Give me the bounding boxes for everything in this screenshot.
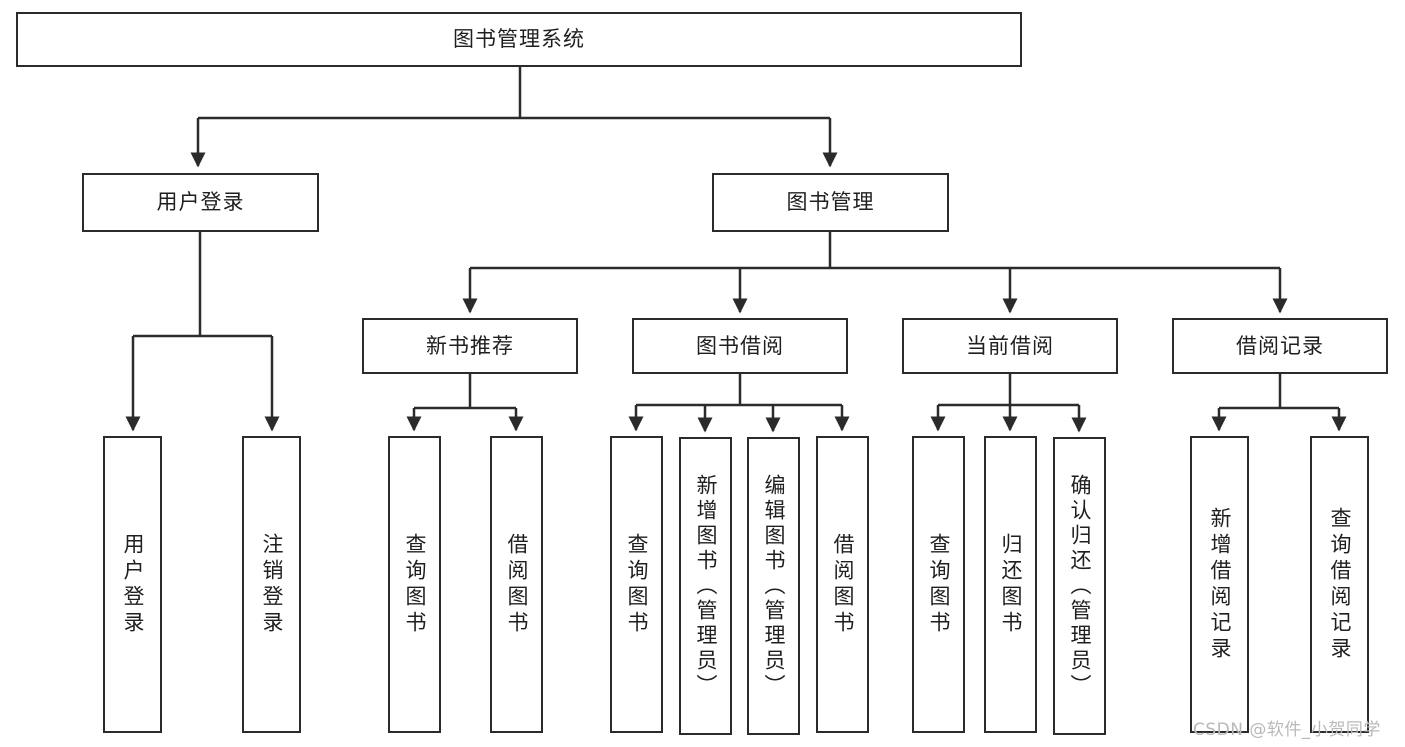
leaf-query-book-current[interactable]: 查询图书 [912,436,965,733]
leaf-confirm-return-admin[interactable]: 确认归还（管理员） [1053,437,1106,735]
leaf-borrow-book-borrow[interactable]: 借阅图书 [816,436,869,733]
watermark-text: CSDN @软件_小贺同学 [1193,720,1381,740]
node-book-management[interactable]: 图书管理 [712,173,949,232]
leaf-add-borrow-record-label: 新增借阅记录 [1208,506,1232,663]
node-root[interactable]: 图书管理系统 [16,12,1022,67]
leaf-query-borrow-record[interactable]: 查询借阅记录 [1310,436,1369,733]
leaf-query-book-current-label: 查询图书 [927,532,951,637]
leaf-edit-book-admin-label: 编辑图书（管理员） [762,473,786,699]
node-current-borrow-label: 当前借阅 [966,333,1054,358]
leaf-borrow-book-newbook-label: 借阅图书 [505,532,529,637]
node-current-borrow[interactable]: 当前借阅 [902,318,1118,374]
node-user-login[interactable]: 用户登录 [82,173,319,232]
node-book-borrow-label: 图书借阅 [696,333,784,358]
node-new-book-recommend-label: 新书推荐 [426,333,514,358]
leaf-confirm-return-admin-label: 确认归还（管理员） [1068,473,1092,699]
leaf-query-book-newbook-label: 查询图书 [403,532,427,637]
leaf-return-book-label: 归还图书 [999,532,1023,637]
leaf-add-book-admin-label: 新增图书（管理员） [694,473,718,699]
node-book-management-label: 图书管理 [786,190,875,215]
leaf-borrow-book-newbook[interactable]: 借阅图书 [490,436,543,733]
node-book-borrow[interactable]: 图书借阅 [632,318,848,374]
leaf-query-book-borrow-label: 查询图书 [625,532,649,637]
node-borrow-record-label: 借阅记录 [1236,333,1324,358]
leaf-query-book-newbook[interactable]: 查询图书 [388,436,441,733]
leaf-add-book-admin[interactable]: 新增图书（管理员） [679,437,732,735]
leaf-add-borrow-record[interactable]: 新增借阅记录 [1190,436,1249,733]
node-borrow-record[interactable]: 借阅记录 [1172,318,1388,374]
leaf-logout[interactable]: 注销登录 [242,436,301,733]
node-user-login-label: 用户登录 [156,190,245,215]
leaf-query-borrow-record-label: 查询借阅记录 [1328,506,1352,663]
node-root-label: 图书管理系统 [453,27,585,52]
leaf-borrow-book-borrow-label: 借阅图书 [831,532,855,637]
leaf-edit-book-admin[interactable]: 编辑图书（管理员） [747,437,800,735]
leaf-logout-label: 注销登录 [260,532,284,637]
leaf-user-login-label: 用户登录 [121,532,145,637]
leaf-user-login[interactable]: 用户登录 [103,436,162,733]
leaf-query-book-borrow[interactable]: 查询图书 [610,436,663,733]
leaf-return-book[interactable]: 归还图书 [984,436,1037,733]
node-new-book-recommend[interactable]: 新书推荐 [362,318,578,374]
